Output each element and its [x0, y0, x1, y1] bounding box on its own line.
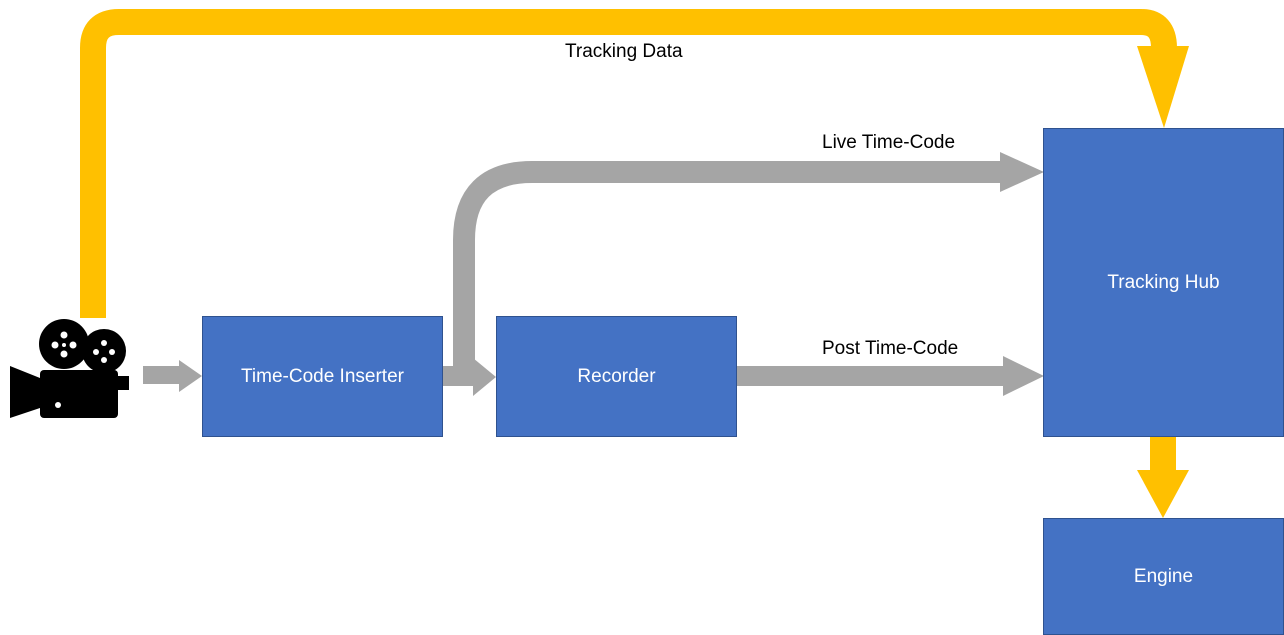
engine-box: Engine: [1043, 518, 1284, 635]
inserter-to-recorder-arrow: [443, 358, 496, 396]
tracking-hub-box: Tracking Hub: [1043, 128, 1284, 437]
hub-to-engine-arrow: [1137, 437, 1189, 518]
engine-label: Engine: [1133, 565, 1194, 587]
recorder-box: Recorder: [496, 316, 737, 437]
tracking-data-arrow: [80, 9, 1189, 318]
live-time-code-arrow: [453, 152, 1044, 366]
camera-to-inserter-arrow: [143, 360, 202, 392]
tracking-hub-label: Tracking Hub: [1107, 271, 1220, 293]
time-code-inserter-label: Time-Code Inserter: [241, 365, 404, 387]
live-time-code-label: Live Time-Code: [822, 132, 956, 153]
tracking-data-label: Tracking Data: [565, 41, 683, 62]
post-time-code-arrow: [737, 356, 1044, 396]
time-code-inserter-box: Time-Code Inserter: [202, 316, 443, 437]
film-camera-icon: [10, 319, 129, 418]
recorder-label: Recorder: [577, 365, 656, 387]
post-time-code-label: Post Time-Code: [822, 338, 959, 359]
